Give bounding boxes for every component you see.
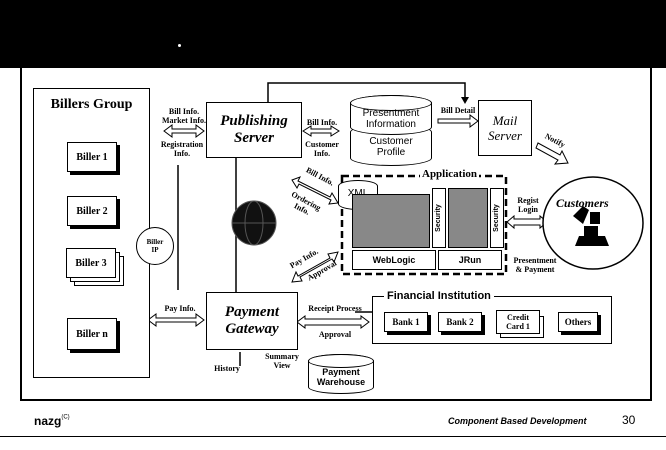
biller-n: Biller n [67,318,117,350]
payment-gateway-label: Payment Gateway [225,304,279,338]
publishing-server: Publishing Server [206,102,302,158]
flow-bill-info-customer: Bill Info. [302,118,342,127]
credit-card-1: Credit Card 1 [496,310,540,334]
flow-presentment-payment: Presentment & Payment [510,256,560,274]
flow-receipt-process: Receipt Process [300,304,370,313]
flow-registration-info: Registration Info. [152,140,212,158]
billers-group-title: Billers Group [33,97,150,113]
biller-1: Biller 1 [67,142,117,172]
flow-customer-info: Customer Info. [302,140,342,158]
application-title: Application [420,168,479,180]
publishing-server-label: Publishing Server [220,113,288,147]
security-2-label: Security [493,204,501,232]
mail-server-label: Mail Server [488,113,522,143]
security-panel-1: Security [432,188,446,248]
bank-1: Bank 1 [384,312,428,332]
footer-divider [0,436,666,437]
payment-warehouse-label: Payment Warehouse [308,367,374,387]
flow-bill-market-info: Bill Info. Market Info. [156,107,212,125]
customer-profile-label: Customer Profile [350,136,432,158]
biller-ip-circle: Biller IP [136,227,174,265]
presentment-label: Presentment Information [350,108,432,130]
security-panel-2: Security [490,188,504,248]
payment-gateway: Payment Gateway [206,292,298,350]
flow-history: History [210,364,244,373]
flow-approval: Approval [300,330,370,339]
biller-ip-label: Biller IP [147,238,164,254]
flow-summary-view: Summary View [262,352,302,370]
mail-server: Mail Server [478,100,532,156]
footer-course-title: Component Based Development [448,416,587,426]
flow-pay-info-left: Pay Info. [156,304,204,313]
security-1-label: Security [435,204,443,232]
app-shaded-block [352,194,430,248]
app-shaded-block-2 [448,188,488,248]
flow-bill-detail: Bill Detail [436,106,480,115]
flow-regist-login: Regist Login [512,196,544,214]
financial-institution-title: Financial Institution [384,290,494,302]
others: Others [558,312,598,332]
bank-2: Bank 2 [438,312,482,332]
biller-3: Biller 3 [66,248,116,278]
weblogic-box: WebLogic [352,250,436,270]
footer-logo-text: nazg [34,414,61,428]
payment-warehouse-db-top [308,354,374,368]
footer-logo-sup: (C) [61,415,69,421]
customers-label: Customers [556,196,609,211]
footer-logo: nazg(C) [34,412,70,430]
jrun-box: JRun [438,250,502,270]
footer-page-number: 30 [622,413,635,427]
biller-2: Biller 2 [67,196,117,226]
